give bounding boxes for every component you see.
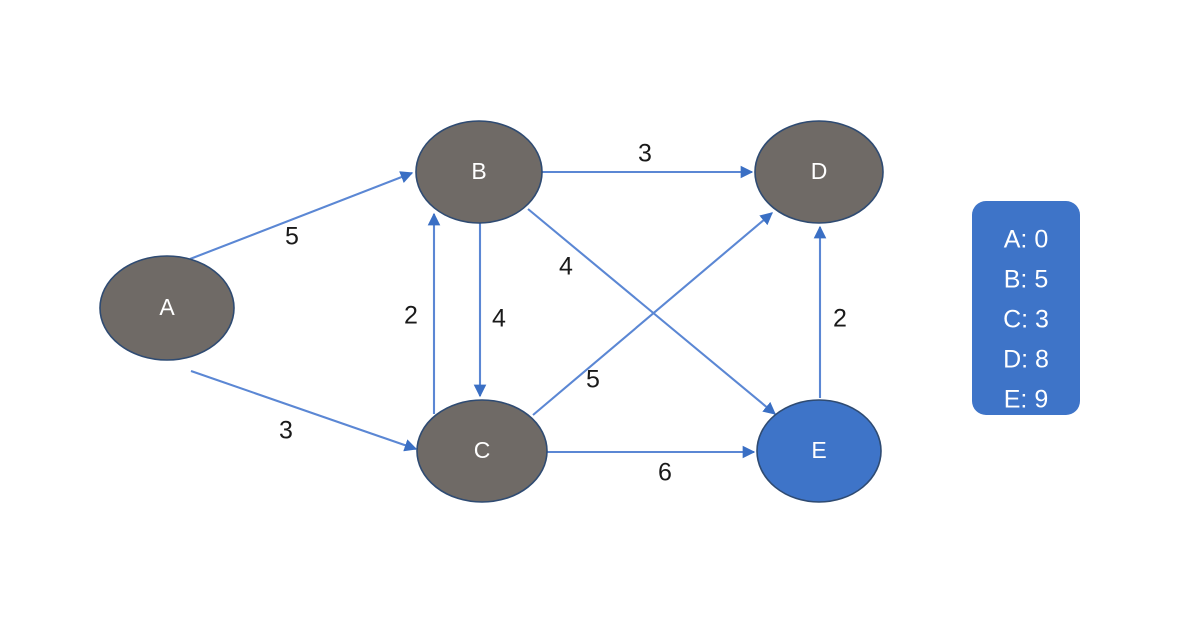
node-a-label: A bbox=[159, 294, 175, 320]
node-e[interactable]: E bbox=[756, 399, 882, 503]
node-e-label: E bbox=[811, 437, 826, 463]
distance-entry-d: D: 8 bbox=[1003, 346, 1049, 374]
edge-weight-b-e: 4 bbox=[559, 253, 573, 281]
distance-entry-a: A: 0 bbox=[1004, 226, 1048, 254]
edge-c-to-e: 6 bbox=[547, 445, 756, 487]
edge-c-to-d: 5 bbox=[532, 212, 773, 416]
edge-weight-a-b: 5 bbox=[285, 223, 299, 251]
distance-entry-b: B: 5 bbox=[1004, 266, 1048, 294]
node-c[interactable]: C bbox=[416, 399, 548, 503]
edge-weight-c-b: 2 bbox=[404, 302, 418, 330]
edge-b-to-d: 3 bbox=[542, 140, 754, 179]
edge-line-a-b bbox=[189, 171, 414, 260]
edge-e-to-d: 2 bbox=[813, 225, 847, 398]
edge-a-to-b: 5 bbox=[189, 171, 414, 260]
edge-weight-c-d: 5 bbox=[586, 366, 600, 394]
edge-weight-a-c: 3 bbox=[279, 417, 293, 445]
distance-entry-c: C: 3 bbox=[1003, 306, 1049, 334]
edge-weight-b-c: 4 bbox=[492, 305, 506, 333]
node-d-shape[interactable] bbox=[754, 120, 884, 224]
edges-layer: 5 3 2 4 3 4 bbox=[189, 140, 847, 487]
edge-weight-e-d: 2 bbox=[833, 305, 847, 333]
distance-table-background bbox=[972, 201, 1080, 415]
node-c-label: C bbox=[474, 437, 491, 463]
distance-table: A: 0 B: 5 C: 3 D: 8 E: 9 bbox=[972, 201, 1080, 415]
node-a[interactable]: A bbox=[99, 255, 235, 361]
edge-line-a-c bbox=[190, 370, 418, 452]
edge-weight-c-e: 6 bbox=[658, 459, 672, 487]
node-a-shape[interactable] bbox=[99, 255, 235, 361]
node-e-shape[interactable] bbox=[756, 399, 882, 503]
distance-entry-e: E: 9 bbox=[1004, 386, 1048, 414]
node-d-label: D bbox=[811, 158, 828, 184]
node-b[interactable]: B bbox=[415, 120, 543, 224]
edge-b-to-e: 4 bbox=[527, 208, 776, 415]
node-b-shape[interactable] bbox=[415, 120, 543, 224]
edge-b-to-c: 4 bbox=[473, 219, 506, 398]
node-c-shape[interactable] bbox=[416, 399, 548, 503]
edge-weight-b-d: 3 bbox=[638, 140, 652, 168]
edge-a-to-c: 3 bbox=[190, 370, 418, 452]
node-d[interactable]: D bbox=[754, 120, 884, 224]
edge-line-b-e bbox=[527, 208, 776, 415]
edge-line-c-d bbox=[532, 212, 773, 416]
node-b-label: B bbox=[471, 158, 486, 184]
edge-c-to-b: 2 bbox=[404, 212, 441, 414]
nodes-layer: A B C D E bbox=[99, 120, 884, 503]
